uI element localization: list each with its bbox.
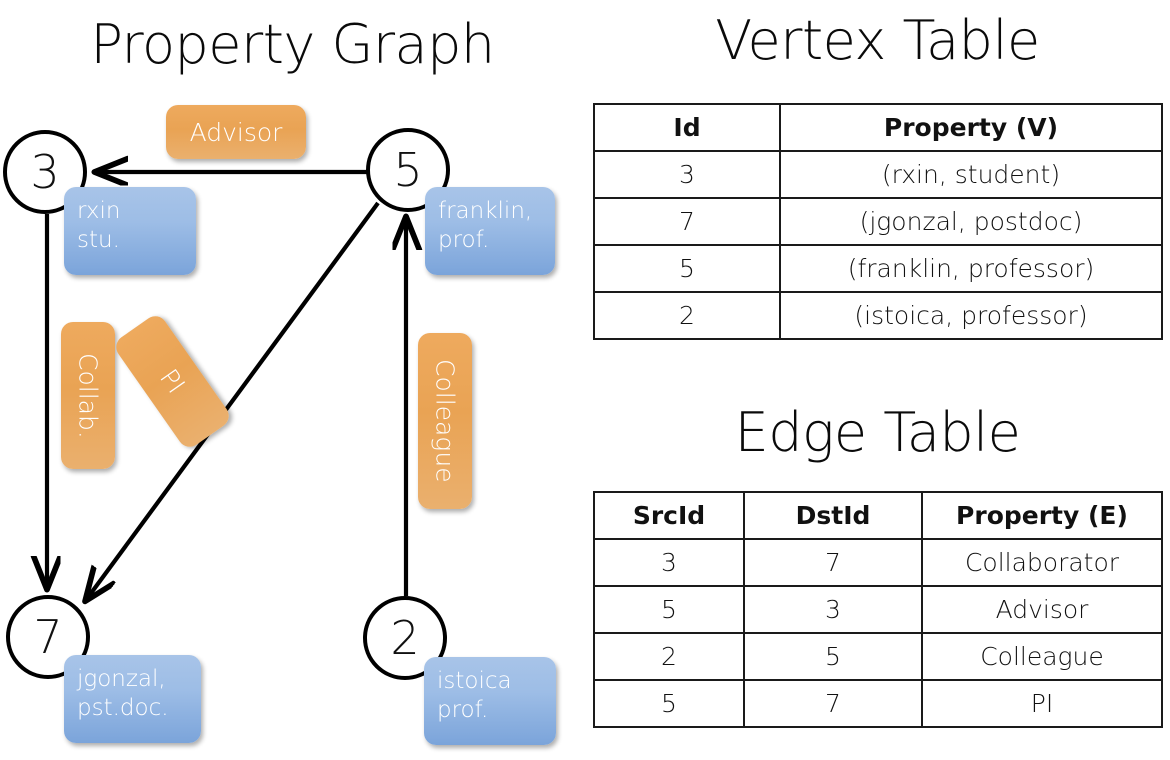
table-row: 2 5 Colleague <box>593 632 1163 681</box>
table-row: 5 (franklin, professor) <box>593 244 1163 293</box>
vertex-table: Id Property (V) 3 (rxin, student) 7 (jgo… <box>593 103 1163 340</box>
node-2-property-line-2: prof. <box>437 697 489 724</box>
vertex-table-header-row: Id Property (V) <box>593 103 1163 152</box>
vertex-row-0-property: (rxin, student) <box>779 150 1163 199</box>
edge-row-3-property: PI <box>921 679 1163 728</box>
edge-row-2-dst: 5 <box>743 632 923 681</box>
edge-header-srcid: SrcId <box>593 491 745 540</box>
node-7-property-line-1: jgonzal, <box>77 666 166 692</box>
edge-row-3-src: 5 <box>593 679 745 728</box>
vertex-table-grid: Id Property (V) 3 (rxin, student) 7 (jgo… <box>593 103 1163 340</box>
edge-row-0-property: Collaborator <box>921 538 1163 587</box>
table-row: 5 3 Advisor <box>593 585 1163 634</box>
graph-node-5[interactable]: 5 <box>366 128 450 212</box>
edge-label-collab: Collab. <box>61 322 115 469</box>
edge-table-header-row: SrcId DstId Property (E) <box>593 491 1163 540</box>
table-row: 3 (rxin, student) <box>593 150 1163 199</box>
vertex-row-3-property: (istoica, professor) <box>779 291 1163 340</box>
table-row: 5 7 PI <box>593 679 1163 728</box>
graph-edges-svg <box>0 0 585 760</box>
table-row: 3 7 Collaborator <box>593 538 1163 587</box>
edge-table-grid: SrcId DstId Property (E) 3 7 Collaborato… <box>593 491 1163 728</box>
vertex-header-id: Id <box>593 103 781 152</box>
edge-row-2-property: Colleague <box>921 632 1163 681</box>
edge-table: SrcId DstId Property (E) 3 7 Collaborato… <box>593 491 1163 728</box>
vertex-row-1-id: 7 <box>593 197 781 246</box>
node-7-property-line-2: pst.doc. <box>77 695 169 722</box>
node-3-property-line-1: rxin <box>77 198 121 224</box>
edge-row-1-src: 5 <box>593 585 745 634</box>
table-row: 2 (istoica, professor) <box>593 291 1163 340</box>
vertex-row-0-id: 3 <box>593 150 781 199</box>
node-property-bubble-2: istoica prof. <box>424 657 556 745</box>
node-5-property-line-1: franklin, <box>438 198 533 224</box>
section-title-vertex-table: Vertex Table <box>715 9 1040 72</box>
edge-row-0-dst: 7 <box>743 538 923 587</box>
graph-node-2[interactable]: 2 <box>363 596 447 680</box>
edge-row-2-src: 2 <box>593 632 745 681</box>
vertex-row-1-property: (jgonzal, postdoc) <box>779 197 1163 246</box>
vertex-header-property: Property (V) <box>779 103 1163 152</box>
node-property-bubble-7: jgonzal, pst.doc. <box>64 655 201 743</box>
table-row: 7 (jgonzal, postdoc) <box>593 197 1163 246</box>
property-graph-diagram: 3 5 7 2 rxin stu. franklin, prof. jgonza… <box>0 0 585 760</box>
edge-5-to-7-pi <box>86 201 380 600</box>
vertex-row-2-property: (franklin, professor) <box>779 244 1163 293</box>
node-2-property-line-1: istoica <box>437 668 512 694</box>
vertex-row-3-id: 2 <box>593 291 781 340</box>
node-property-bubble-3: rxin stu. <box>64 187 196 275</box>
edge-label-colleague: Colleague <box>418 333 472 509</box>
vertex-row-2-id: 5 <box>593 244 781 293</box>
edge-row-1-property: Advisor <box>921 585 1163 634</box>
node-5-property-line-2: prof. <box>438 227 490 254</box>
edge-label-advisor: Advisor <box>166 105 306 159</box>
page-title-property-graph: Property Graph <box>90 13 495 76</box>
edge-row-0-src: 3 <box>593 538 745 587</box>
edge-row-3-dst: 7 <box>743 679 923 728</box>
edge-header-dstid: DstId <box>743 491 923 540</box>
edge-header-property: Property (E) <box>921 491 1163 540</box>
node-3-property-line-2: stu. <box>77 227 120 254</box>
node-property-bubble-5: franklin, prof. <box>425 187 555 275</box>
edge-row-1-dst: 3 <box>743 585 923 634</box>
section-title-edge-table: Edge Table <box>734 401 1021 464</box>
